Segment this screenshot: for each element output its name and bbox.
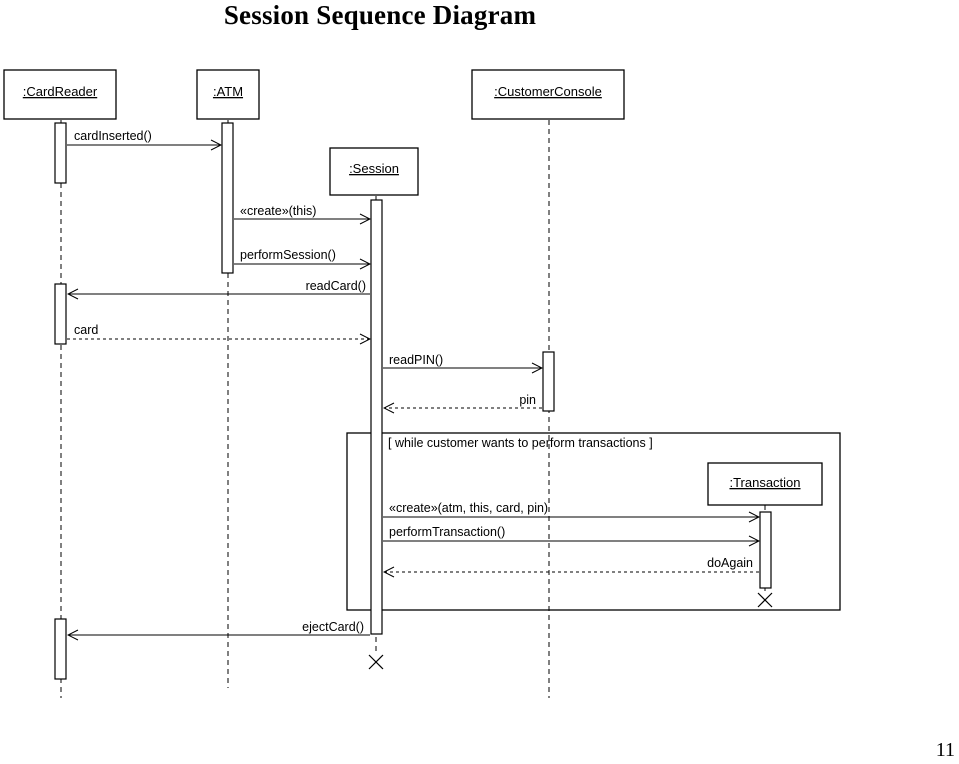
message-create-transaction-label: «create»(atm, this, card, pin) [389, 501, 548, 515]
page-number: 11 [935, 739, 955, 761]
activation-atm [221, 122, 234, 274]
loop-frame [346, 432, 841, 611]
message-read-card-label: readCard() [306, 279, 366, 293]
activation-customer-console [542, 351, 555, 412]
object-atm-label: :ATM [213, 84, 243, 99]
object-transaction-label: :Transaction [729, 475, 800, 490]
message-perform-transaction-label: performTransaction() [389, 525, 505, 539]
loop-guard: [ while customer wants to perform transa… [388, 436, 653, 450]
object-card-reader-label: :CardReader [23, 84, 98, 99]
activation-session [370, 199, 383, 635]
object-atm[interactable]: :ATM [196, 69, 260, 120]
message-read-pin-label: readPIN() [389, 353, 443, 367]
page-title: Session Sequence Diagram [223, 0, 537, 30]
activation-transaction [759, 511, 772, 589]
object-card-reader[interactable]: :CardReader [3, 69, 117, 120]
message-pin-label: pin [519, 393, 536, 407]
object-customer-console[interactable]: :CustomerConsole [471, 69, 625, 120]
object-session[interactable]: :Session [329, 147, 419, 196]
messages [67, 145, 759, 635]
object-session-label: :Session [349, 161, 399, 176]
message-do-again-label: doAgain [707, 556, 753, 570]
activation-card-reader-1 [54, 122, 67, 184]
message-card-inserted-label: cardInserted() [74, 129, 152, 143]
message-create-this-label: «create»(this) [240, 204, 316, 218]
activation-card-reader-3 [54, 618, 67, 680]
activation-card-reader-2 [54, 283, 67, 345]
destroy-transaction-mark [757, 592, 773, 608]
message-card-label: card [74, 323, 98, 337]
object-transaction[interactable]: :Transaction [707, 462, 823, 506]
activations [54, 122, 772, 680]
lifelines [60, 120, 766, 698]
message-perform-session-label: performSession() [240, 248, 336, 262]
destroy-session-mark [368, 654, 384, 670]
object-customer-console-label: :CustomerConsole [494, 84, 602, 99]
message-eject-card-label: ejectCard() [302, 620, 364, 634]
